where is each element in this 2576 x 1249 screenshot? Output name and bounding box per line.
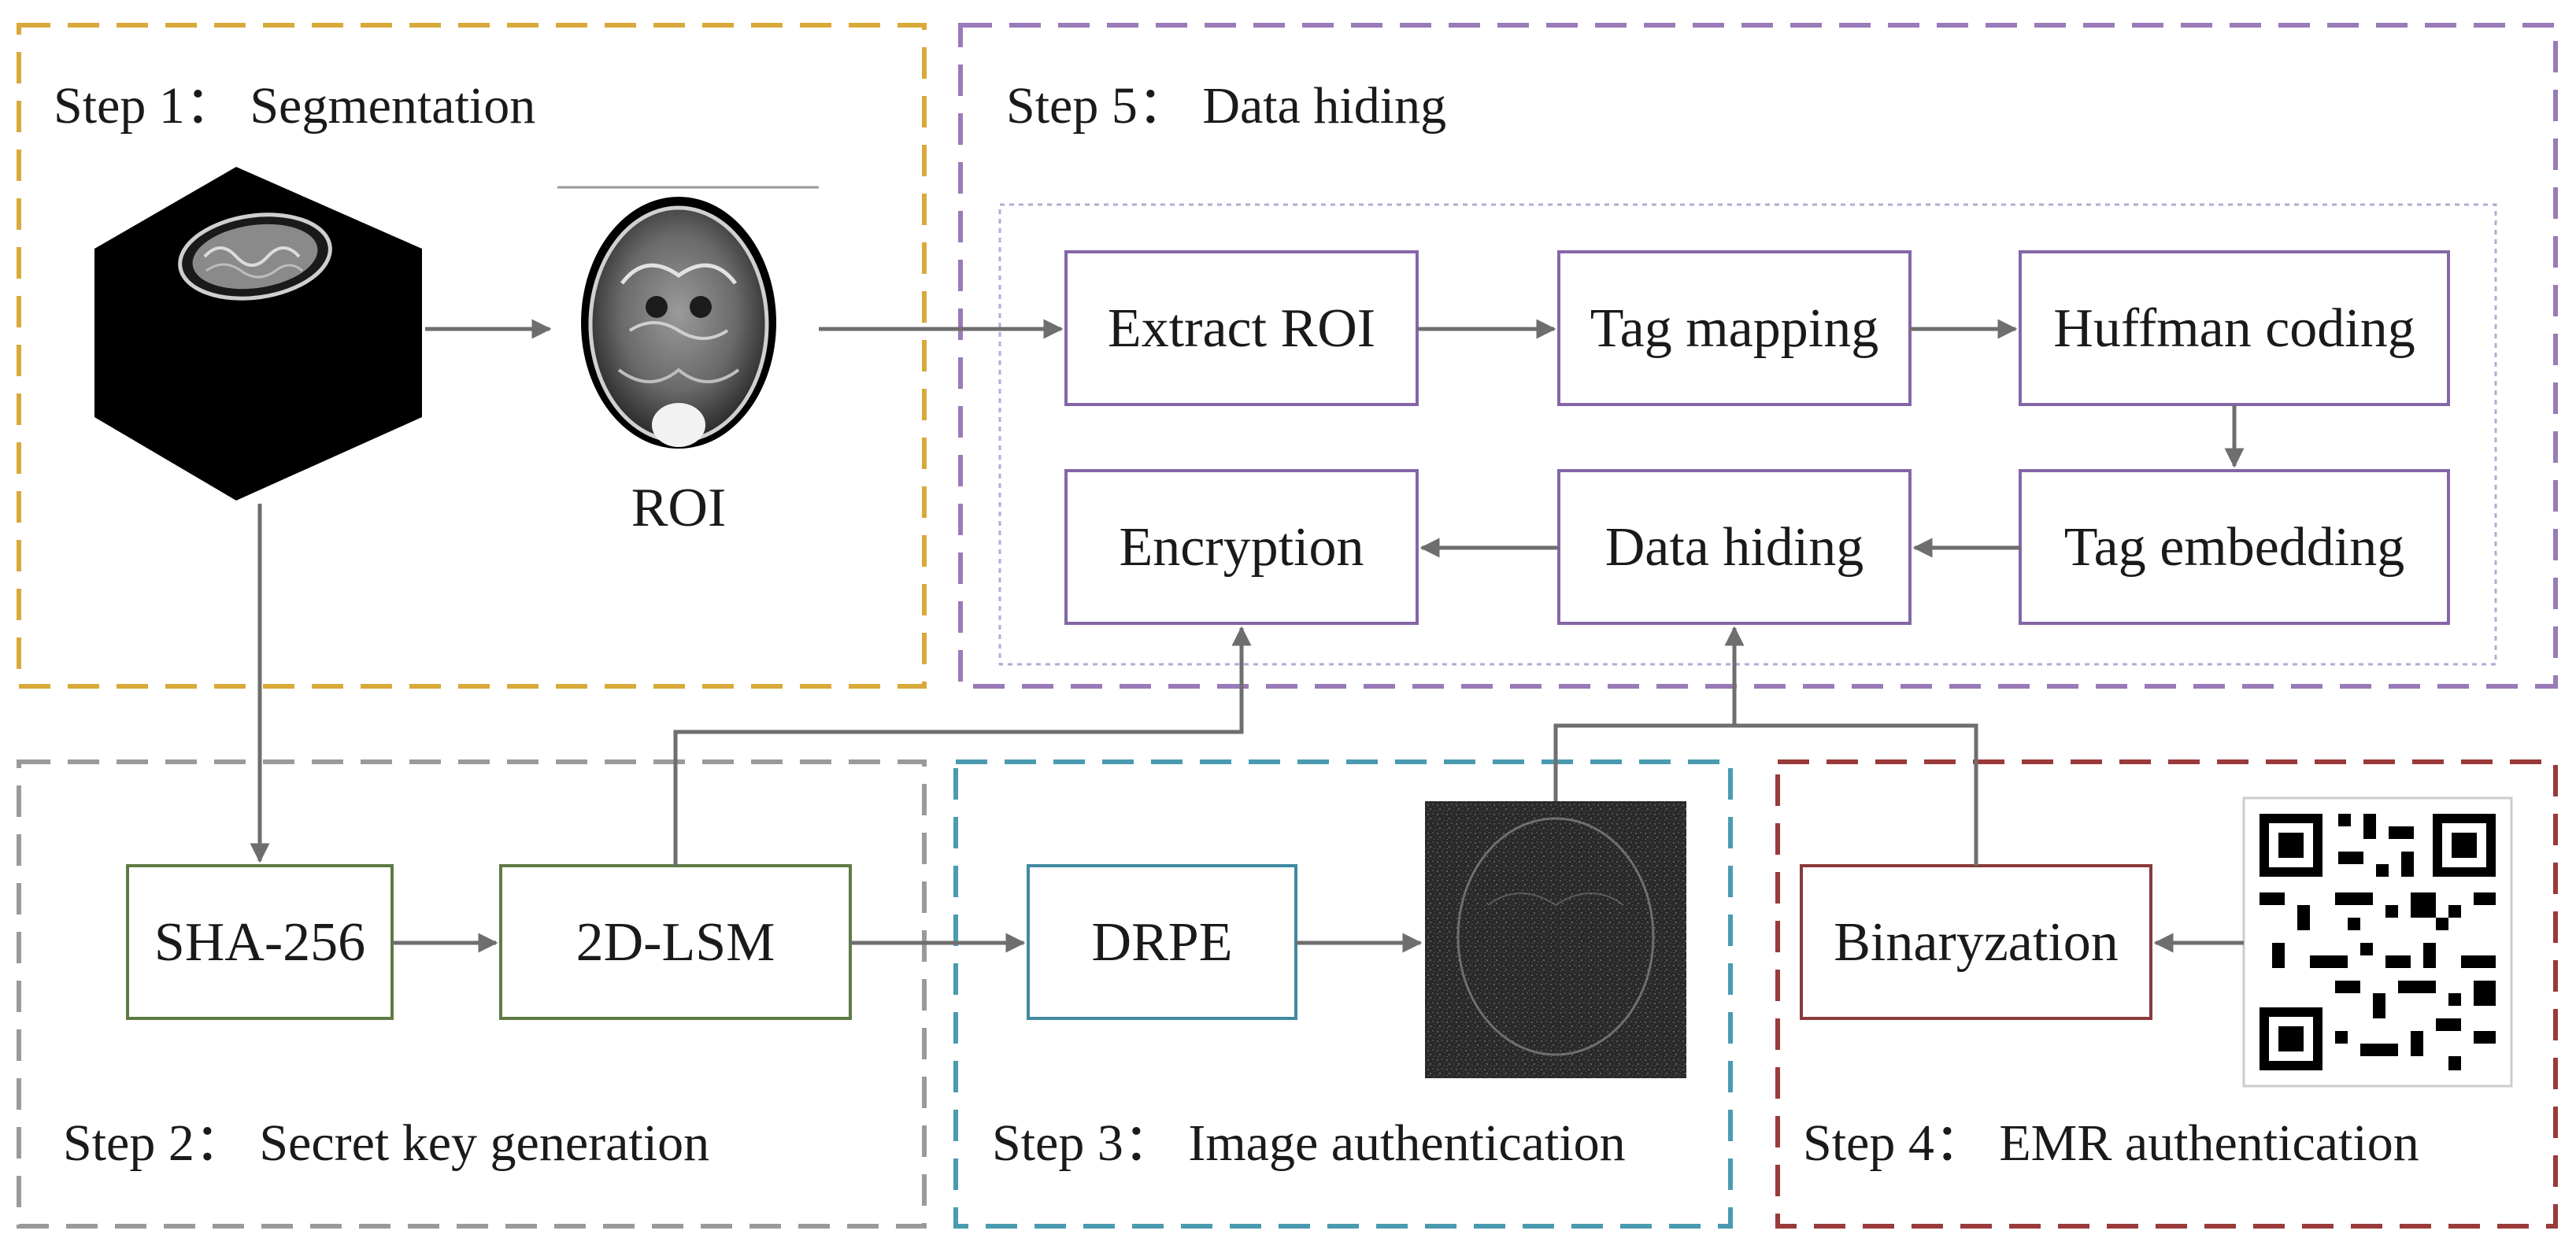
step2-label: Step 2： Secret key generation [63, 1114, 709, 1172]
drpe-box: DRPE [1027, 864, 1297, 1020]
sha256-box: SHA-256 [126, 864, 394, 1020]
huffman-coding-box: Huffman coding [2019, 250, 2450, 406]
arrow-encrypted-to-datahiding [1553, 626, 1745, 801]
step4-label: Step 4： EMR authentication [1803, 1114, 2419, 1172]
huffman-coding-label: Huffman coding [2053, 298, 2415, 359]
encrypted-noise-image-icon [1425, 801, 1686, 1078]
tag-mapping-box: Tag mapping [1557, 250, 1912, 406]
sha256-label: SHA-256 [154, 912, 365, 973]
connectors [250, 319, 2245, 953]
step4-frame [1775, 759, 2558, 1229]
tag-embedding-box: Tag embedding [2019, 469, 2450, 625]
step3-frame [953, 759, 1733, 1229]
step3-label: Step 3： Image authentication [992, 1114, 1626, 1172]
step2-frame [17, 759, 927, 1229]
roi-label: ROI [631, 478, 727, 538]
line-binaryzation-to-datahiding [1734, 723, 1978, 866]
drpe-label: DRPE [1092, 912, 1233, 973]
extract-roi-box: Extract ROI [1064, 250, 1419, 406]
step5-label: Step 5： Data hiding [1006, 77, 1446, 135]
encryption-label: Encryption [1119, 517, 1364, 578]
tag-embedding-label: Tag embedding [2064, 517, 2404, 578]
arrow-lsm-to-encryption [673, 626, 1252, 866]
encryption-box: Encryption [1064, 469, 1419, 625]
lsm-label: 2D-LSM [576, 912, 775, 973]
roi-brain-slice-icon [581, 197, 776, 449]
qr-code-icon [2242, 796, 2513, 1088]
step5-frame [958, 23, 2558, 689]
binaryzation-label: Binaryzation [1834, 912, 2119, 973]
step1-frame [17, 23, 927, 689]
mri-volume-cube-icon [94, 167, 422, 501]
step1-label: Step 1： Segmentation [54, 77, 535, 135]
data-hiding-label: Data hiding [1605, 517, 1864, 578]
step5-inner-frame [998, 203, 2497, 666]
data-hiding-box: Data hiding [1557, 469, 1912, 625]
extract-roi-label: Extract ROI [1108, 298, 1375, 359]
binaryzation-box: Binaryzation [1800, 864, 2152, 1020]
lsm-box: 2D-LSM [499, 864, 852, 1020]
tag-mapping-label: Tag mapping [1590, 298, 1878, 359]
